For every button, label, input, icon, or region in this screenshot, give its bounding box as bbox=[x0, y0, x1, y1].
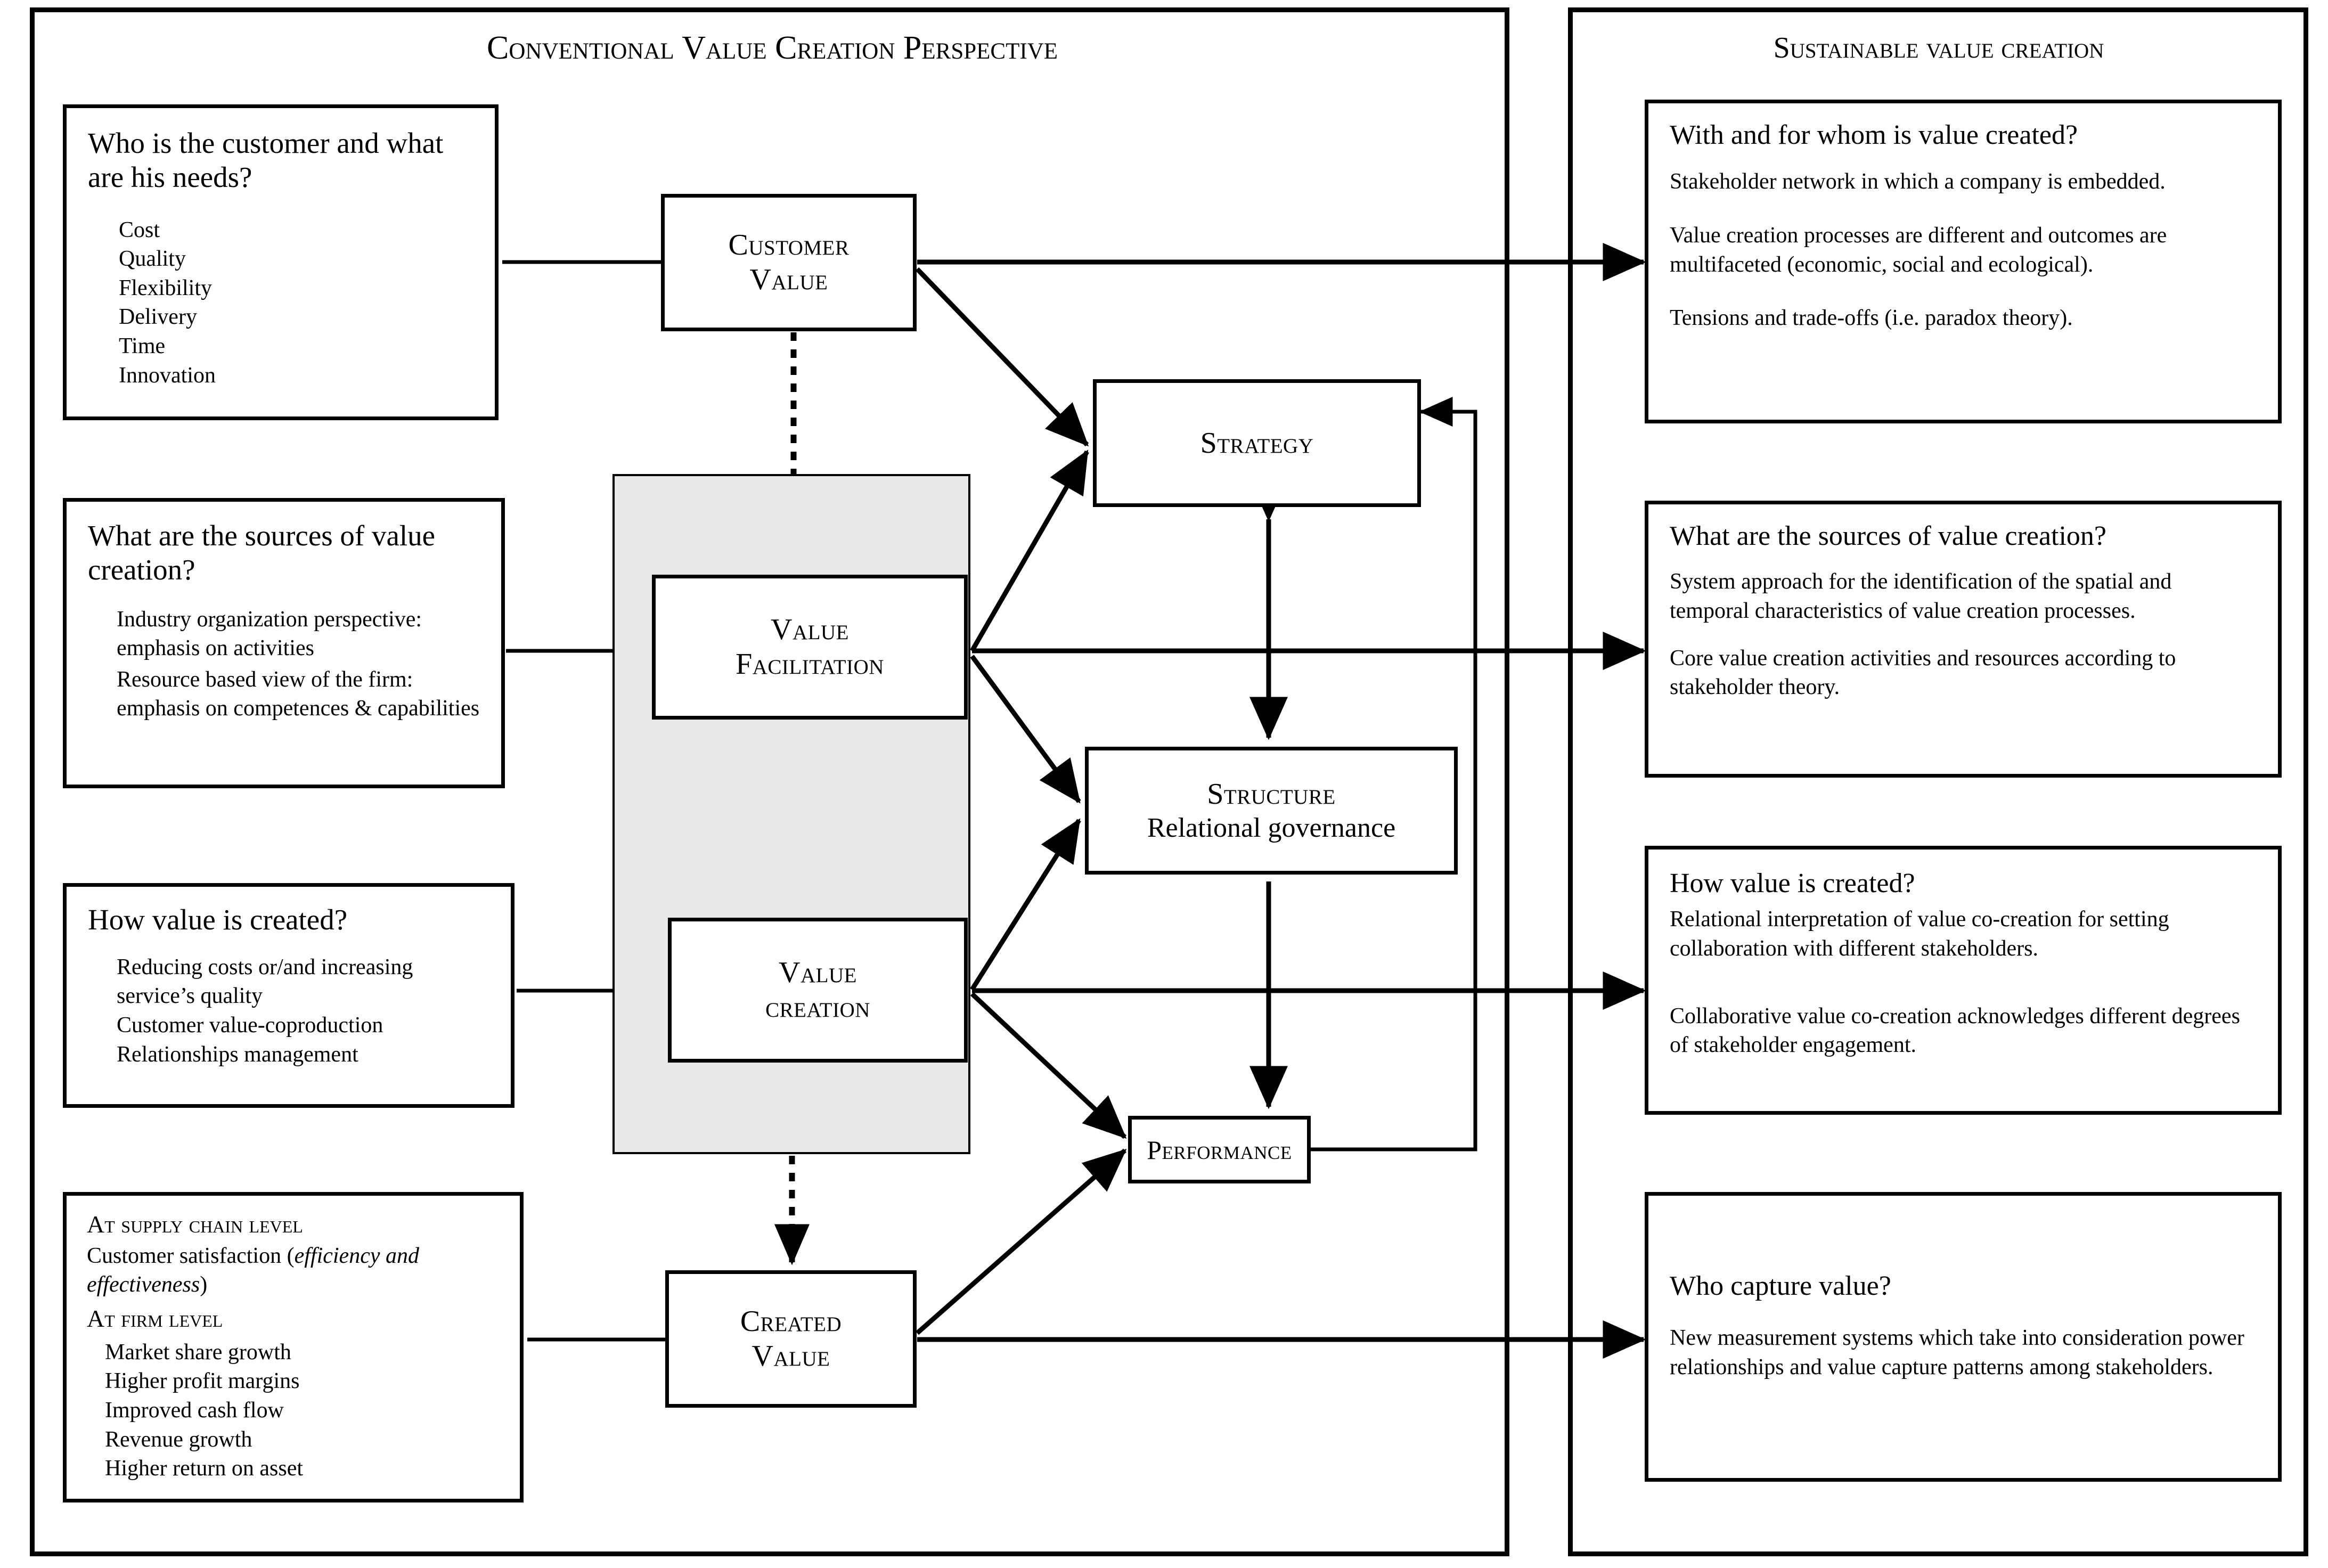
card-paragraph: Tensions and trade-offs (i.e. paradox th… bbox=[1670, 306, 2073, 331]
left-panel-frame bbox=[30, 7, 1509, 1556]
card-item-list: Reducing costs or/and increasing service… bbox=[88, 953, 489, 1069]
card-with-and-for-whom[interactable]: With and for whom is value created? Stak… bbox=[1645, 100, 2282, 423]
node-performance[interactable]: Performance bbox=[1128, 1116, 1311, 1183]
node-label-line1: Value bbox=[771, 613, 849, 647]
node-customer-value[interactable]: Customer Value bbox=[661, 194, 917, 331]
list-item: Market share growth bbox=[105, 1340, 291, 1365]
card-item-list: Market share growth Higher profit margin… bbox=[87, 1338, 500, 1483]
list-item: Revenue growth bbox=[105, 1427, 252, 1452]
card-sources-of-value-sustainable[interactable]: What are the sources of value creation? … bbox=[1645, 501, 2282, 778]
card-question: Who capture value? bbox=[1670, 1271, 1891, 1301]
card-created-value-detail[interactable]: At supply chain level Customer satisfact… bbox=[63, 1192, 524, 1502]
card-question: How value is created? bbox=[1670, 868, 1915, 899]
card-paragraph: Stakeholder network in which a company i… bbox=[1670, 169, 2166, 194]
card-item-list: Cost Quality Flexibility Delivery Time I… bbox=[88, 216, 473, 390]
node-label-line1: Structure bbox=[1207, 777, 1336, 811]
card-question: How value is created? bbox=[88, 903, 348, 936]
card-who-capture-value[interactable]: Who capture value? New measurement syste… bbox=[1645, 1192, 2282, 1482]
card-paragraph: Value creation processes are different a… bbox=[1670, 223, 2167, 277]
satisfaction-prefix: Customer satisfaction ( bbox=[87, 1243, 295, 1268]
right-panel-title: Sustainable value creation bbox=[1773, 31, 2104, 64]
list-item: Resource based view of the firm: emphasi… bbox=[117, 667, 480, 721]
card-sources-of-value[interactable]: What are the sources of value creation? … bbox=[63, 498, 505, 788]
list-item: Customer value-coproduction bbox=[117, 1012, 383, 1038]
list-item: Higher return on asset bbox=[105, 1456, 304, 1481]
card-paragraph: New measurement systems which take into … bbox=[1670, 1326, 2244, 1379]
heading-supply-chain-level: At supply chain level bbox=[87, 1211, 303, 1238]
list-item: Flexibility bbox=[119, 275, 213, 300]
list-item: Innovation bbox=[119, 363, 216, 388]
card-paragraph: System approach for the identification o… bbox=[1670, 569, 2172, 623]
node-value-creation[interactable]: Value creation bbox=[668, 918, 968, 1063]
card-question: What are the sources of value creation? bbox=[1670, 521, 2107, 551]
node-label-line1: Created bbox=[740, 1305, 842, 1338]
right-panel-frame bbox=[1568, 7, 2308, 1556]
customer-satisfaction-line: Customer satisfaction (efficiency and ef… bbox=[87, 1242, 500, 1300]
list-item: Reducing costs or/and increasing service… bbox=[117, 954, 413, 1009]
node-value-facilitation[interactable]: Value Facilitation bbox=[652, 575, 968, 720]
node-label-line1: Value bbox=[779, 956, 857, 990]
list-item: Relationships management bbox=[117, 1042, 358, 1067]
node-created-value[interactable]: Created Value bbox=[665, 1270, 917, 1408]
node-label-line2: Relational governance bbox=[1147, 812, 1396, 843]
card-item-list: Industry organization perspective: empha… bbox=[88, 605, 480, 723]
node-label-line1: Customer bbox=[728, 228, 849, 262]
satisfaction-suffix: ) bbox=[200, 1272, 208, 1297]
card-question: With and for whom is value created? bbox=[1670, 120, 2078, 150]
left-panel-title: Conventional Value Creation Perspective bbox=[486, 30, 1058, 66]
node-label-line2: Value bbox=[749, 263, 828, 296]
list-item: Time bbox=[119, 333, 166, 358]
card-question: What are the sources of value creation? bbox=[88, 519, 436, 586]
list-item: Improved cash flow bbox=[105, 1398, 284, 1423]
list-item: Cost bbox=[119, 217, 160, 242]
card-how-value-created-sustainable[interactable]: How value is created? Relational interpr… bbox=[1645, 846, 2282, 1115]
card-paragraph: Relational interpretation of value co-cr… bbox=[1670, 907, 2169, 961]
list-item: Quality bbox=[119, 247, 186, 272]
satisfaction-emphasis: efficiency and effectiveness bbox=[87, 1243, 419, 1297]
node-label-line1: Strategy bbox=[1200, 426, 1314, 460]
node-strategy[interactable]: Strategy bbox=[1093, 379, 1421, 507]
node-structure[interactable]: Structure Relational governance bbox=[1085, 747, 1458, 875]
card-how-value-created[interactable]: How value is created? Reducing costs or/… bbox=[63, 883, 514, 1108]
node-label-line2: creation bbox=[765, 991, 870, 1024]
list-item: Delivery bbox=[119, 305, 197, 330]
heading-firm-level: At firm level bbox=[87, 1304, 223, 1332]
node-label-line2: Value bbox=[752, 1340, 830, 1373]
card-customer-needs[interactable]: Who is the customer and what are his nee… bbox=[63, 104, 499, 420]
card-paragraph: Collaborative value co-creation acknowle… bbox=[1670, 1003, 2240, 1058]
card-paragraph: Core value creation activities and resou… bbox=[1670, 646, 2176, 700]
node-label-line2: Facilitation bbox=[736, 648, 884, 681]
list-item: Higher profit margins bbox=[105, 1369, 300, 1394]
card-question: Who is the customer and what are his nee… bbox=[88, 127, 444, 193]
node-label-line1: Performance bbox=[1147, 1134, 1292, 1165]
list-item: Industry organization perspective: empha… bbox=[117, 607, 422, 661]
